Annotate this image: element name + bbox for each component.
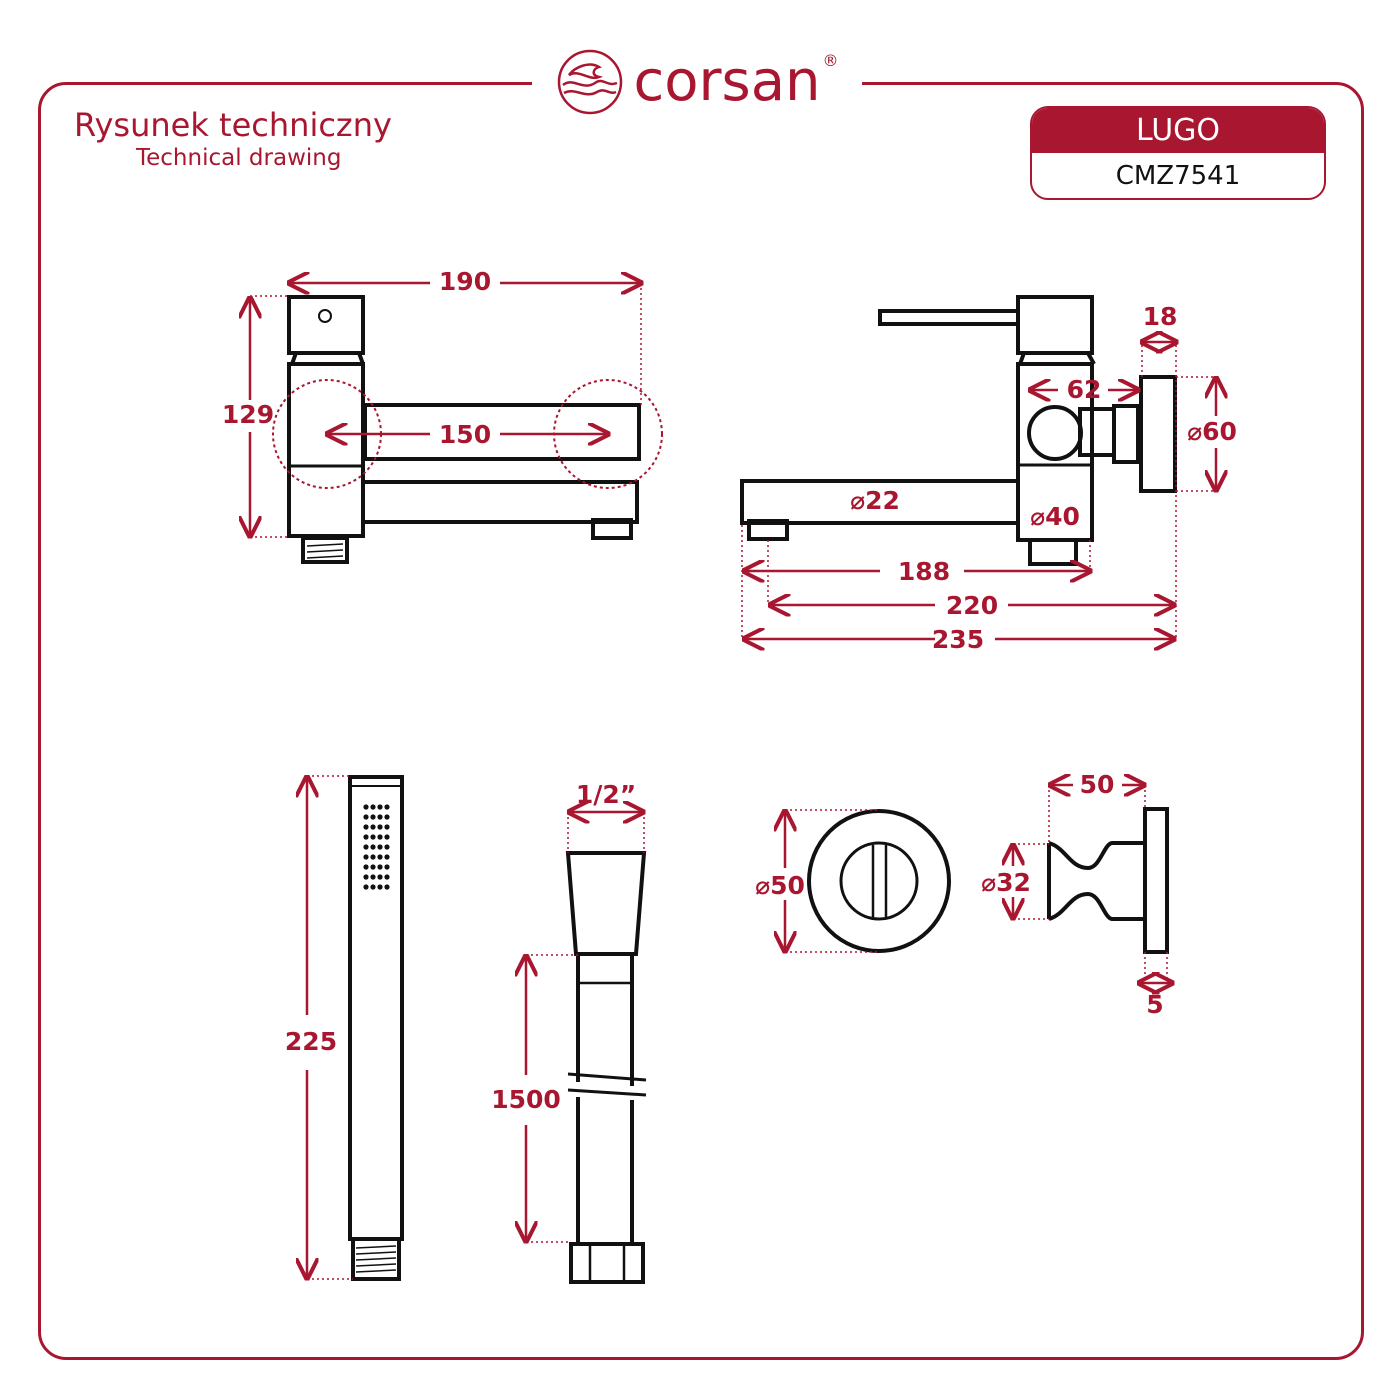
- hand-shower-dimension: [307, 776, 353, 1279]
- title-polish: Rysunek techniczny: [74, 106, 392, 144]
- dim-dia-22: ⌀22: [850, 486, 900, 515]
- product-name: LUGO: [1032, 108, 1324, 153]
- registered-mark: ®: [822, 50, 839, 70]
- dim-190: 190: [439, 267, 491, 296]
- dim-225: 225: [285, 1027, 337, 1056]
- dim-dia-50: ⌀50: [755, 871, 805, 900]
- dim-188: 188: [898, 557, 950, 586]
- wave-logo-icon: [558, 49, 623, 115]
- hand-shower: [348, 775, 404, 1281]
- side-view-dimensions: [250, 283, 663, 537]
- mixer-front-view: [740, 295, 1177, 566]
- dim-50: 50: [1080, 770, 1115, 799]
- shower-hose: [565, 851, 647, 1284]
- product-code: CMZ7541: [1115, 160, 1241, 191]
- dim-62: 62: [1067, 375, 1102, 404]
- dim-half-inch: 1/2”: [576, 780, 636, 809]
- holder-side-dimensions: [1013, 785, 1172, 983]
- dim-dia-60: ⌀60: [1187, 417, 1237, 446]
- mixer-side-view: [287, 295, 641, 564]
- holder-side-view: [1047, 807, 1169, 954]
- holder-front-view: [807, 809, 951, 953]
- dim-dia-32: ⌀32: [981, 868, 1031, 897]
- dim-dia-40: ⌀40: [1030, 502, 1080, 531]
- drawing-title: Rysunek techniczny Technical drawing: [74, 106, 392, 172]
- dim-129: 129: [222, 400, 274, 429]
- hose-dimensions: [526, 812, 644, 1242]
- dim-235: 235: [932, 625, 984, 654]
- dim-150: 150: [439, 420, 491, 449]
- dim-1500: 1500: [491, 1085, 561, 1114]
- front-view-dimensions: [741, 340, 1216, 640]
- holder-front-dimension: [785, 810, 880, 952]
- brand-logo: corsan ®: [532, 40, 862, 124]
- title-english: Technical drawing: [136, 145, 342, 171]
- product-badge: LUGO CMZ7541: [1030, 106, 1326, 200]
- shower-nozzles: [363, 804, 390, 890]
- dim-18: 18: [1143, 302, 1178, 331]
- dim-220: 220: [946, 591, 998, 620]
- dim-5: 5: [1146, 990, 1163, 1019]
- brand-name: corsan: [633, 49, 821, 114]
